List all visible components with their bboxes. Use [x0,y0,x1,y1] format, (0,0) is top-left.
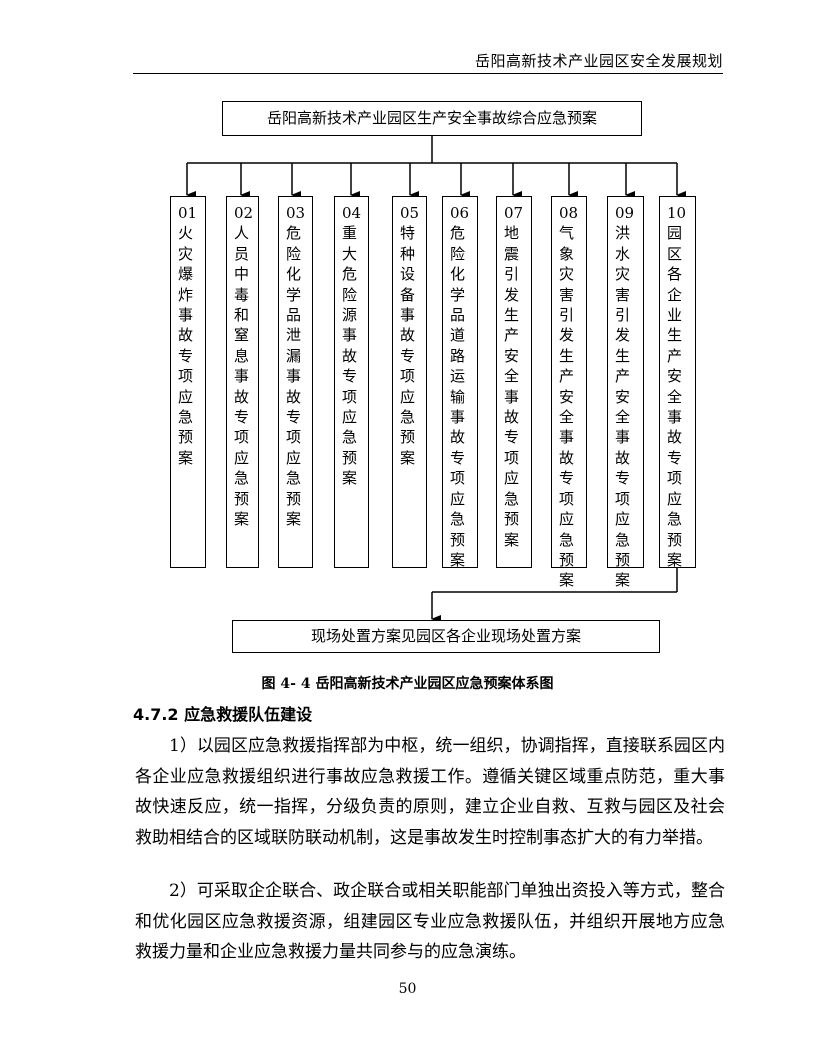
emergency-plan-diagram [186,136,686,623]
plan-name: 气象灾害引发生产安全事故专项应急预案 [559,224,575,590]
section-heading: 4.7.2 应急救援队伍建设 [133,705,313,724]
header-rule [133,73,723,74]
plan-box-08: 08 气象灾害引发生产安全事故专项应急预案 [551,196,587,589]
plan-box-05: 05 特种设备事故专项应急预案 [392,196,427,568]
body-paragraph-1: 1）以园区应急救援指挥部为中枢，统一组织，协调指挥，直接联系园区内各企业应急救援… [135,736,725,848]
body-paragraph-2: 2）可采取企企联合、政企联合或相关职能部门单独出资投入等方式，整合和优化园区应急… [135,881,725,962]
plan-code: 01 [178,204,198,222]
plan-box-06: 06 危险化学品道路运输事故专项应急预案 [442,196,478,569]
plan-name: 特种设备事故专项应急预案 [400,224,416,467]
plan-name: 火灾爆炸事故专项应急预案 [178,224,194,467]
plan-box-01: 01 火灾爆炸事故专项应急预案 [170,196,206,568]
plan-box-09: 09 洪水灾害引发生产安全事故专项应急预案 [607,196,644,589]
plan-name: 园区各企业生产安全事故专项应急预案 [667,224,683,569]
plan-box-07: 07 地震引发生产安全事故专项应急预案 [496,196,532,568]
plan-name: 人员中毒和窒息事故专项应急预案 [234,224,250,529]
plan-name: 地震引发生产安全事故专项应急预案 [504,224,520,549]
plan-box-10: 10 园区各企业生产安全事故专项应急预案 [659,196,696,569]
running-header-title: 岳阳高新技术产业园区安全发展规划 [474,52,723,70]
page-number: 50 [398,981,417,997]
plan-code: 05 [400,204,420,222]
plan-box-02: 02 人员中毒和窒息事故专项应急预案 [226,196,259,568]
plan-name: 危险化学品道路运输事故专项应急预案 [450,224,466,569]
comprehensive-plan-box: 岳阳高新技术产业园区生产安全事故综合应急预案 [222,101,642,136]
plan-code: 02 [234,204,254,222]
onsite-plan-box: 现场处置方案见园区各企业现场处置方案 [232,620,660,653]
plan-code: 07 [504,204,524,222]
figure-caption: 图 4- 4 岳阳高新技术产业园区应急预案体系图 [261,676,554,692]
plan-code: 10 [667,204,687,222]
plan-code: 03 [286,204,306,222]
plan-code: 04 [342,204,362,222]
plan-name: 危险化学品泄漏事故专项应急预案 [286,224,302,529]
plan-box-04: 04 重大危险源事故专项应急预案 [334,196,369,568]
plan-code: 06 [450,204,470,222]
plan-code: 09 [615,204,635,222]
plan-code: 08 [559,204,579,222]
plan-box-03: 03 危险化学品泄漏事故专项应急预案 [278,196,313,568]
plan-name: 洪水灾害引发生产安全事故专项应急预案 [615,224,631,590]
plan-name: 重大危险源事故专项应急预案 [342,224,358,488]
